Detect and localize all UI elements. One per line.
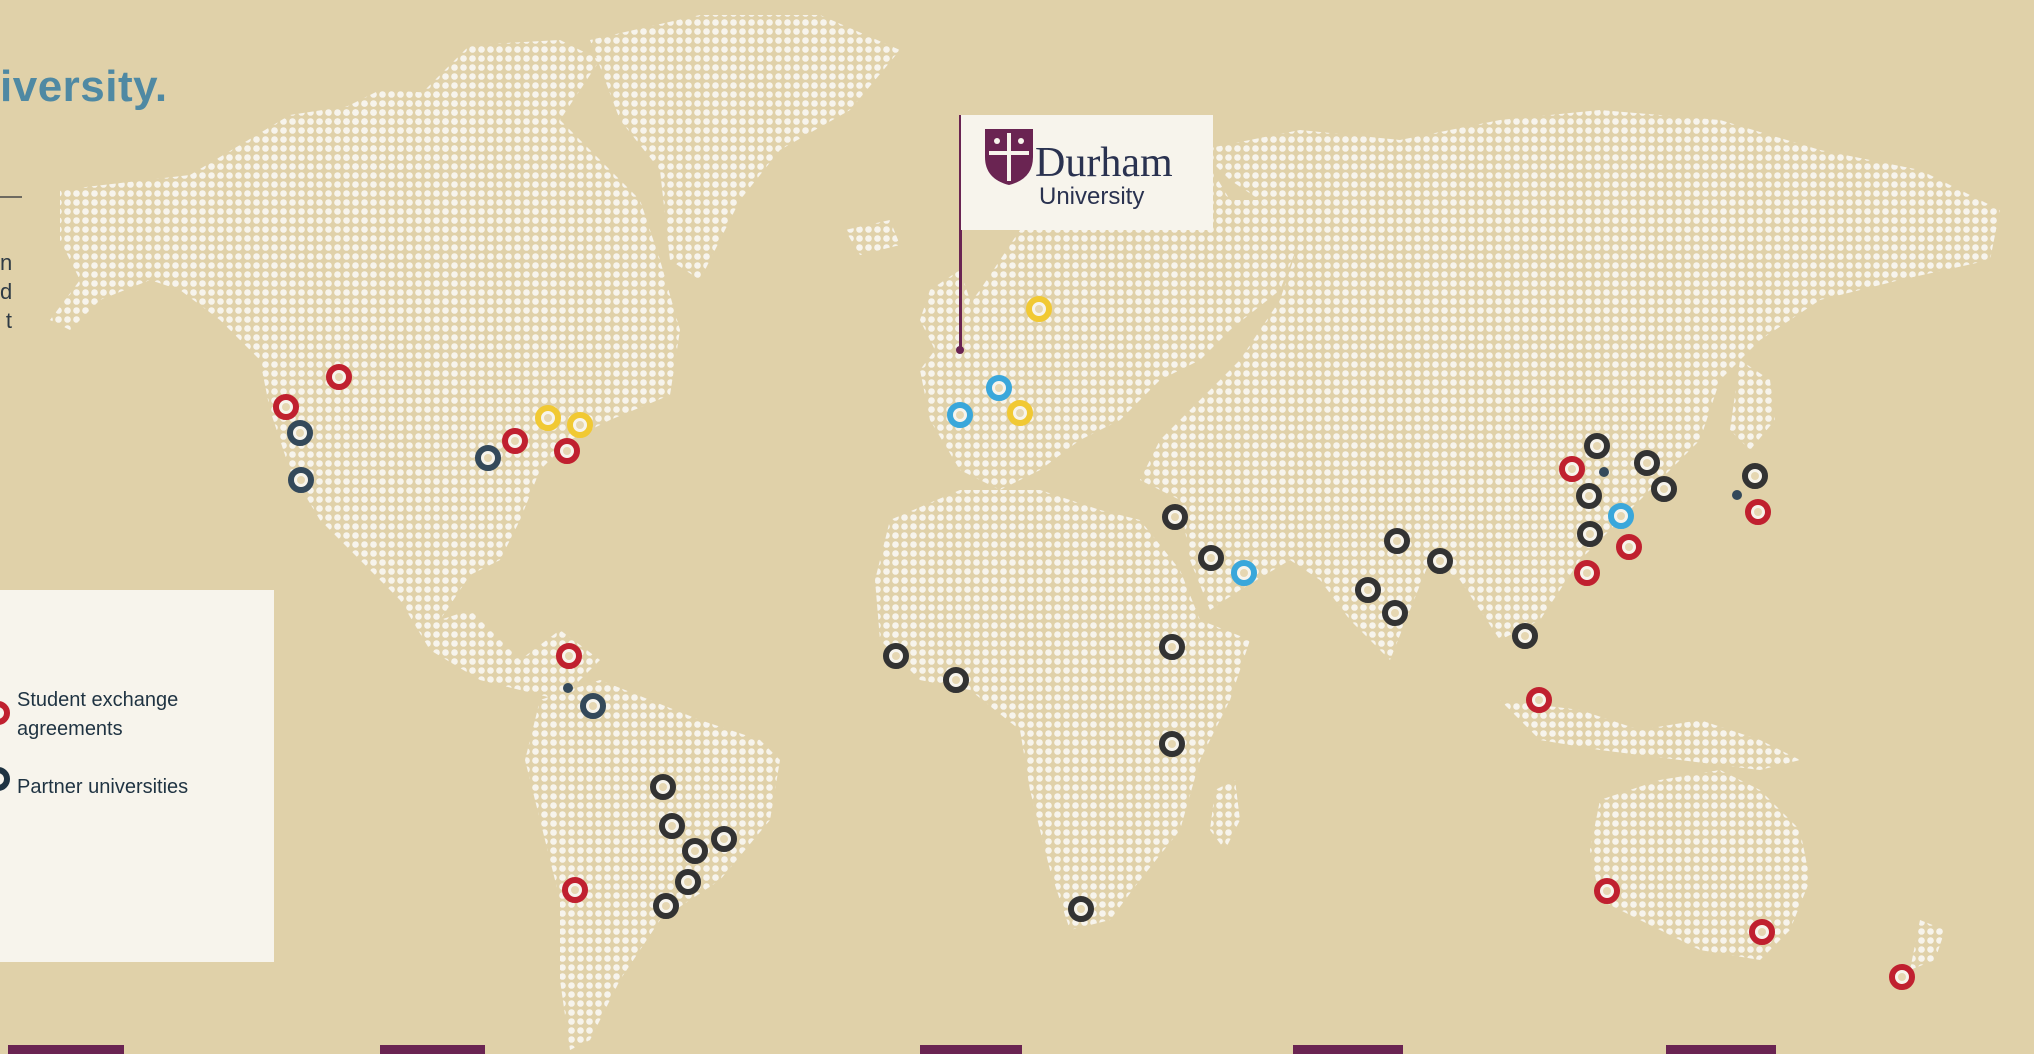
legend-partner: Partner universities [17,773,247,802]
map-marker-center [335,373,343,381]
continents [50,15,2000,1050]
greenland [590,15,900,280]
map-marker-center [1754,508,1762,516]
map-marker-center [1035,305,1043,313]
map-marker-center [1603,887,1611,895]
map-marker-center [571,886,579,894]
connector-dot [1732,490,1742,500]
map-marker-center [1643,459,1651,467]
asia [1140,110,2000,660]
map-marker-center [720,835,728,843]
map-marker-center [1660,485,1668,493]
map-marker-center [511,437,519,445]
map-marker-center [1364,586,1372,594]
se-asia-islands [1500,700,1800,770]
map-marker-center [1625,543,1633,551]
header-divider [0,196,22,198]
map-legend: Student exchange agreements Partner univ… [0,590,274,962]
connector-dot [563,683,573,693]
durham-crest-icon [985,129,1033,185]
map-marker-center [1240,569,1248,577]
map-marker-center [544,414,552,422]
map-marker-center [1168,643,1176,651]
africa [875,490,1250,930]
intro-text: n d t [0,248,12,335]
footer-tab[interactable] [1666,1045,1776,1054]
marker-layer [273,296,1915,990]
map-marker-center [1171,513,1179,521]
map-marker-center [684,878,692,886]
north-america [50,40,680,700]
map-marker-center [1586,530,1594,538]
map-marker-center [1585,492,1593,500]
map-marker-center [1077,905,1085,913]
intro-line: d [0,279,12,304]
legend-label-line: Student exchange [17,689,179,711]
footer-tab[interactable] [920,1045,1022,1054]
map-marker-center [1758,928,1766,936]
south-america [525,680,780,1050]
map-marker-center [1168,740,1176,748]
uk-ireland [920,270,970,350]
map-marker-center [563,447,571,455]
map-marker-center [659,783,667,791]
map-marker-center [1583,569,1591,577]
map-marker-center [1617,512,1625,520]
map-marker-center [1521,632,1529,640]
iceland [845,220,900,255]
map-marker-center [892,652,900,660]
map-marker-center [1898,973,1906,981]
intro-line: t [5,308,12,333]
australia [1590,770,1810,960]
map-marker-center [1391,609,1399,617]
intro-line: n [0,250,12,275]
map-marker-center [1393,537,1401,545]
madagascar [1210,780,1240,850]
durham-flag[interactable]: Durham University [961,115,1213,230]
map-marker-center [668,822,676,830]
japan [1730,360,1775,450]
map-marker-center [576,421,584,429]
map-marker-center [282,403,290,411]
map-marker-center [1593,442,1601,450]
map-marker-center [1535,696,1543,704]
student-exchange-swatch [0,701,10,725]
flag-pole [959,115,962,351]
brand-name: Durham [1035,140,1173,186]
new-zealand [1910,920,1945,970]
map-marker-center [589,702,597,710]
map-marker-center [1016,409,1024,417]
map-marker-center [956,411,964,419]
legend-student-exchange: Student exchange agreements [17,686,247,744]
map-marker-center [662,902,670,910]
legend-label-line: Partner universities [17,776,189,798]
map-marker-center [1568,465,1576,473]
map-marker-center [1207,554,1215,562]
map-marker-center [691,847,699,855]
durham-location-dot [956,346,964,354]
map-marker-center [1751,472,1759,480]
partner-swatch [0,767,10,791]
map-marker-center [297,476,305,484]
connector-dot [1599,467,1609,477]
legend-label-line: agreements [17,718,123,740]
map-marker-center [1436,557,1444,565]
map-marker-center [565,652,573,660]
brand-subname: University [1039,183,1145,210]
map-marker-center [296,429,304,437]
footer-tab[interactable] [1293,1045,1403,1054]
map-marker-center [952,676,960,684]
footer-tab[interactable] [8,1045,124,1054]
map-marker-center [484,454,492,462]
footer-tab[interactable] [380,1045,485,1054]
map-marker-center [995,384,1003,392]
arctic-islands [300,90,480,170]
page-headline: iversity. [0,62,168,111]
